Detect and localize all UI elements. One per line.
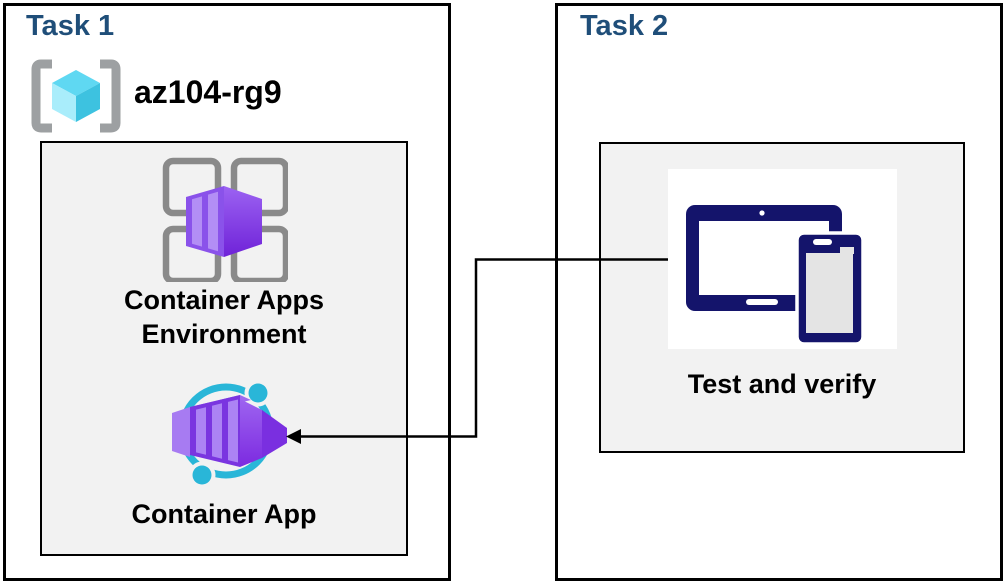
phone-glyph [795, 231, 865, 346]
bracket-glyphs [31, 59, 121, 133]
task2-title: Task 2 [580, 10, 669, 42]
container-glyph [186, 186, 262, 257]
container-glyph [172, 395, 287, 467]
resource-group-name: az104-rg9 [134, 74, 282, 110]
container-apps-environment-icon [162, 157, 288, 282]
container-app-label: Container App [131, 499, 317, 529]
container-apps-environment-label: Container Apps Environment [123, 285, 324, 349]
test-and-verify-label: Test and verify [687, 369, 877, 399]
resource-group-icon [31, 59, 121, 133]
task1-title: Task 1 [26, 10, 115, 42]
tablet-and-phone-icon [668, 169, 897, 349]
cube-glyph [52, 70, 100, 122]
container-app-icon [172, 380, 287, 489]
